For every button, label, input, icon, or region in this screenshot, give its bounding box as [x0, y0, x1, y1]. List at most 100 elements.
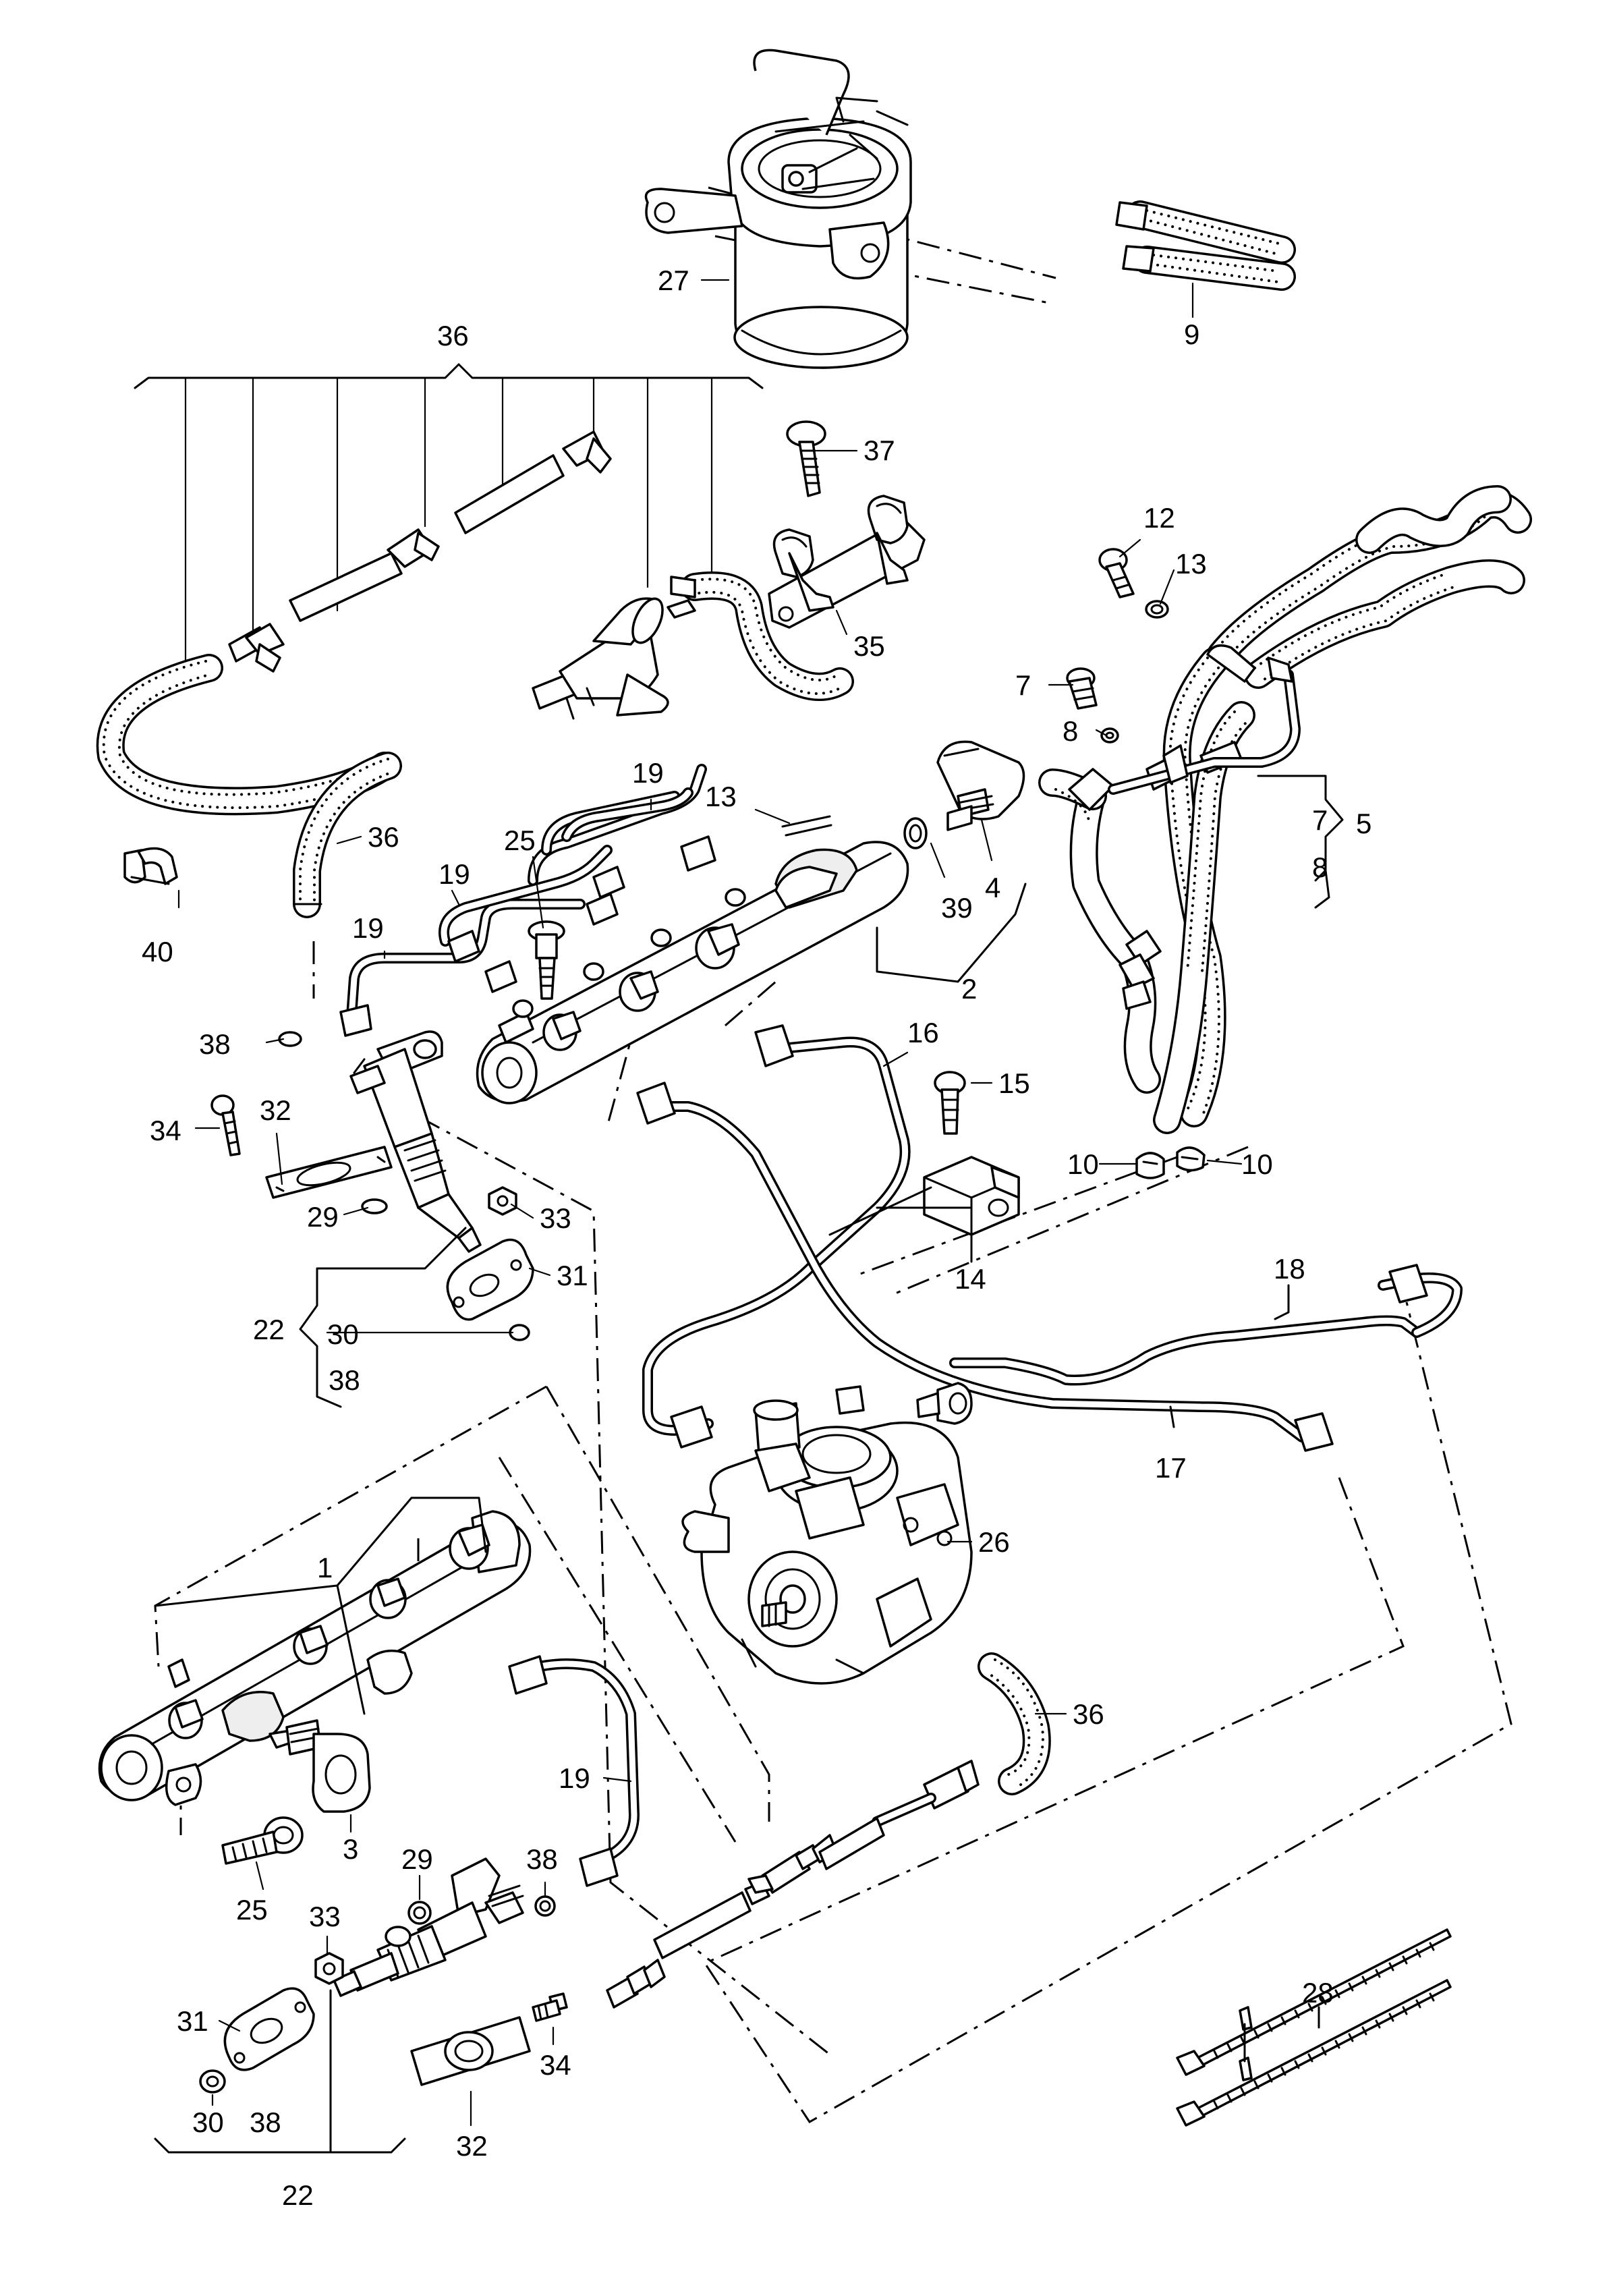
fuel-filter-housing — [644, 49, 912, 369]
clamp-31-upper — [446, 1238, 534, 1321]
seal-38-lower — [534, 1895, 556, 1917]
callout-8-top: 8 — [1063, 715, 1078, 747]
high-pressure-pipes — [636, 1024, 1463, 1452]
callout-2: 2 — [961, 973, 977, 1005]
callout-35: 35 — [853, 630, 885, 662]
callout-17: 17 — [1155, 1452, 1187, 1484]
bracket-14 — [923, 1156, 1020, 1236]
clip-10-left — [1135, 1152, 1165, 1179]
hose-harness-right — [1038, 485, 1532, 1134]
callout-7-bracket: 7 — [1312, 804, 1328, 836]
hose-36-bottom — [872, 1652, 1051, 1827]
callout-38-upper-b: 38 — [329, 1364, 360, 1396]
callout-4: 4 — [985, 872, 1000, 903]
callout-36-mid: 36 — [368, 821, 399, 853]
callout-18: 18 — [1274, 1253, 1305, 1285]
clip-10-right — [1176, 1146, 1206, 1172]
callout-38-lower-b: 38 — [250, 2106, 281, 2138]
seal-38-upper — [278, 1031, 302, 1047]
leader-lines — [154, 279, 1344, 2154]
callout-15: 15 — [998, 1067, 1030, 1099]
seal-29-upper — [361, 1198, 388, 1214]
fuel-rail-upper — [476, 841, 909, 1104]
callout-38-lower: 38 — [526, 1843, 558, 1875]
pressure-sensor-3 — [285, 1719, 371, 1813]
callout-19-b: 19 — [438, 858, 470, 890]
callout-1: 1 — [317, 1552, 333, 1584]
bolt-15 — [934, 1071, 966, 1135]
callout-28: 28 — [1302, 1977, 1334, 2009]
callout-27: 27 — [658, 264, 689, 296]
callout-40: 40 — [142, 936, 173, 968]
clamp-31-lower — [223, 1987, 315, 2071]
callout-14: 14 — [955, 1263, 986, 1295]
screw-25-upper — [528, 920, 565, 1000]
injector-lower — [333, 1857, 524, 1997]
fuel-filter-hoses — [1115, 200, 1296, 291]
callout-13-top: 13 — [1175, 548, 1207, 580]
callout-36-top: 36 — [437, 320, 469, 352]
screw-25-lower — [221, 1816, 304, 1865]
seal-39 — [903, 817, 928, 849]
nut-33-lower — [314, 1952, 344, 1985]
return-line-bottom — [606, 1817, 885, 2009]
clip-40 — [123, 847, 178, 885]
callout-32-upper: 32 — [260, 1094, 291, 1126]
callout-30-upper: 30 — [327, 1318, 359, 1350]
callout-8-bracket: 8 — [1312, 851, 1328, 883]
callout-32-lower: 32 — [456, 2130, 488, 2162]
callout-37: 37 — [864, 435, 895, 466]
callout-22-upper: 22 — [253, 1314, 285, 1345]
bracket-35 — [768, 495, 926, 629]
callout-25-upper: 25 — [504, 824, 536, 856]
seal-plate-32-lower — [410, 2016, 531, 2086]
injector-upper — [349, 1030, 482, 1253]
seal-13 — [1145, 600, 1169, 619]
pressure-sensor-4 — [936, 740, 1025, 831]
callout-10-right: 10 — [1241, 1148, 1273, 1180]
callout-19-c: 19 — [352, 912, 384, 944]
callout-9: 9 — [1184, 318, 1199, 350]
callout-36-bottom: 36 — [1073, 1698, 1104, 1730]
callout-5: 5 — [1356, 808, 1371, 839]
callout-22-lower: 22 — [282, 2179, 314, 2211]
callout-38-upper: 38 — [199, 1028, 231, 1060]
callout-33-lower: 33 — [309, 1901, 341, 1932]
callout-30-lower: 30 — [192, 2106, 224, 2138]
screw-34-upper — [210, 1094, 241, 1156]
seal-plate-32-upper — [265, 1146, 393, 1199]
callout-29-lower: 29 — [401, 1843, 433, 1875]
callout-39: 39 — [941, 892, 973, 924]
callout-3: 3 — [343, 1833, 358, 1865]
valve-7 — [1066, 667, 1098, 710]
callout-10-left: 10 — [1067, 1148, 1099, 1180]
washer-30-lower — [199, 2069, 226, 2094]
injector-pipes-19 — [339, 764, 716, 1037]
seal-8 — [1100, 727, 1119, 744]
screw-34-lower — [532, 1992, 568, 2022]
callout-12: 12 — [1143, 502, 1175, 534]
callout-19-d: 19 — [559, 1762, 590, 1794]
callout-31-upper: 31 — [557, 1260, 588, 1291]
hose-assembly-36 — [96, 363, 854, 816]
callout-33-upper: 33 — [540, 1202, 571, 1234]
callout-13-rail: 13 — [705, 781, 737, 812]
nut-33-upper — [488, 1186, 517, 1216]
fuel-rail-lower — [98, 1510, 532, 1806]
callout-19-a: 19 — [632, 757, 664, 789]
callout-25-lower: 25 — [236, 1894, 268, 1926]
callouts: 27 9 36 37 35 12 13 7 8 7 5 8 36 40 19 1… — [142, 264, 1371, 2211]
hose-36-middle — [293, 752, 402, 918]
pipe-13 — [781, 815, 832, 837]
callout-31-lower: 31 — [177, 2005, 208, 2037]
callout-29-upper: 29 — [307, 1201, 339, 1233]
injector-pipe-19-lower — [508, 1655, 640, 1887]
screw-37 — [786, 420, 826, 497]
callout-16: 16 — [907, 1017, 939, 1048]
callout-7-top: 7 — [1015, 669, 1031, 701]
callout-26: 26 — [978, 1526, 1010, 1558]
plug-12 — [1098, 548, 1135, 598]
high-pressure-pump — [681, 1382, 973, 1685]
callout-34-upper: 34 — [150, 1115, 181, 1146]
